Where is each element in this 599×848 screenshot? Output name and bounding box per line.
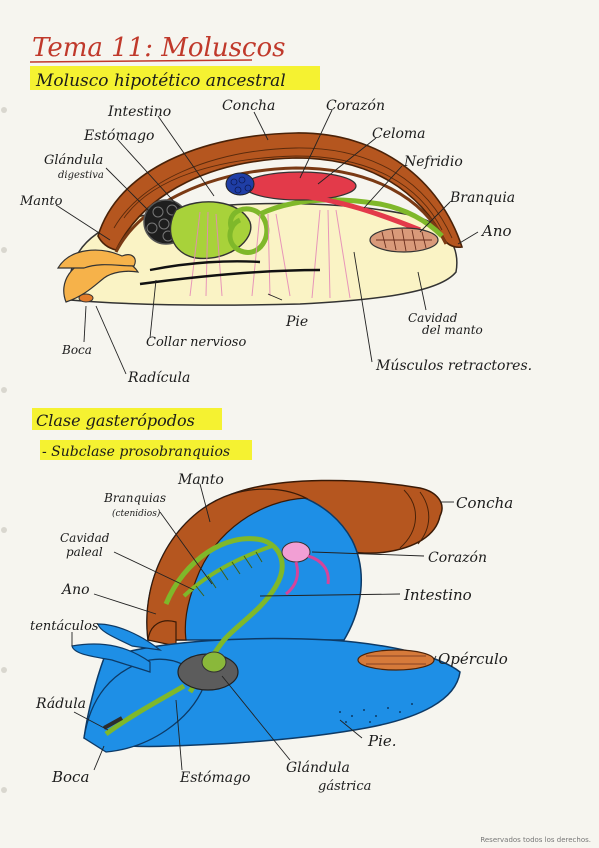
heart-vessels <box>285 554 330 596</box>
label-musculos-1: Músculos retractores. <box>375 358 532 374</box>
diagram1-leader-lines <box>55 109 479 375</box>
diagram1-labels: Intestino Concha Corazón Estómago Celoma… <box>19 98 532 386</box>
section1-title: Molusco hipotético ancestral <box>35 71 286 91</box>
heart <box>225 172 255 196</box>
section2-subtitle: - Subclase prosobranquios <box>42 444 230 460</box>
operculum <box>357 649 435 671</box>
section1-highlight <box>30 66 320 90</box>
label-estomago-2: Estómago <box>179 770 250 786</box>
section2-title: Clase gasterópodos <box>36 411 195 430</box>
nerve-collar <box>139 260 321 286</box>
label-celoma-1: Celoma <box>372 126 426 142</box>
label-boca-2: Boca <box>51 768 89 786</box>
label-concha-2: Concha <box>456 494 513 512</box>
shell-aperture <box>147 620 177 647</box>
mouth <box>78 293 94 303</box>
label-branquia-1: Branquia <box>449 190 515 206</box>
label-glandula-1b: digestiva <box>58 170 104 181</box>
section2-highlight <box>32 408 222 430</box>
nephridium <box>299 193 421 233</box>
footer-copyright: Reservados todos los derechos. <box>480 836 591 844</box>
label-ano-1: Ano <box>480 222 512 240</box>
label-glandula-1a: Glándula <box>44 153 103 168</box>
ctenidia-filaments <box>195 551 263 597</box>
page-title: Tema 11: Moluscos <box>32 33 285 63</box>
tentacle <box>56 249 136 269</box>
gill-lamellae <box>376 228 432 252</box>
tentacle-2 <box>97 623 163 651</box>
label-intestino-2: Intestino <box>403 586 472 604</box>
ctenidia <box>182 544 273 598</box>
tentacle-1 <box>71 643 151 673</box>
label-cavidad-2a: Cavidad <box>60 531 110 545</box>
label-radicula-1: Radícula <box>127 370 190 386</box>
label-concha-1: Concha <box>222 98 275 114</box>
coelom <box>243 171 357 201</box>
label-pie-2: Pie. <box>367 732 397 750</box>
label-glandula-2b: gástrica <box>318 779 371 794</box>
label-cavidad-1b: del manto <box>422 323 483 337</box>
retractor-muscles <box>189 209 351 299</box>
heart-texture <box>230 176 252 194</box>
radula <box>103 716 123 730</box>
operculum-lines <box>366 655 426 665</box>
label-branquias-2b: (ctenidios) <box>112 508 161 519</box>
gastropod-intestine <box>163 536 285 694</box>
oesophagus <box>104 683 186 737</box>
label-boca-1: Boca <box>61 343 92 357</box>
label-tentaculos-2: tentáculos <box>30 619 99 634</box>
label-ano-2: Ano <box>60 582 90 598</box>
label-operculo-2: Opérculo <box>438 650 508 668</box>
label-cavidad-1a: Cavidad <box>408 311 458 325</box>
label-manto-2: Manto <box>177 472 224 488</box>
gastropod-heart <box>281 541 311 563</box>
label-corazon-1: Corazón <box>326 98 385 114</box>
label-branquias-2a: Branquias <box>103 491 166 505</box>
label-radula-2: Rádula <box>35 696 86 712</box>
label-estomago-1: Estómago <box>83 128 154 144</box>
label-pie-1: Pie <box>285 314 308 330</box>
label-nefridio-1: Nefridio <box>403 154 463 170</box>
gastric-gland <box>201 651 227 673</box>
ring-holes <box>1 107 7 793</box>
label-glandula-2a: Glándula <box>286 760 350 776</box>
section2-sub-highlight <box>40 440 252 460</box>
label-corazon-2: Corazón <box>428 550 487 566</box>
title-underline <box>29 59 253 63</box>
shell-spire-lines <box>399 489 430 549</box>
label-cavidad-2b: paleal <box>66 545 103 559</box>
diagram2-leader-lines <box>71 483 454 771</box>
label-manto-1: Manto <box>19 194 63 209</box>
diagram2-labels: Manto Branquias (ctenidios) Concha Cavid… <box>30 472 513 794</box>
ancestral-mollusc-diagram <box>55 109 479 375</box>
gastropod-diagram <box>71 479 461 771</box>
label-collar-1: Collar nervioso <box>146 335 246 350</box>
intestine-loop <box>227 197 444 255</box>
label-intestino-1: Intestino <box>107 104 171 120</box>
foot-speckles <box>339 703 413 723</box>
